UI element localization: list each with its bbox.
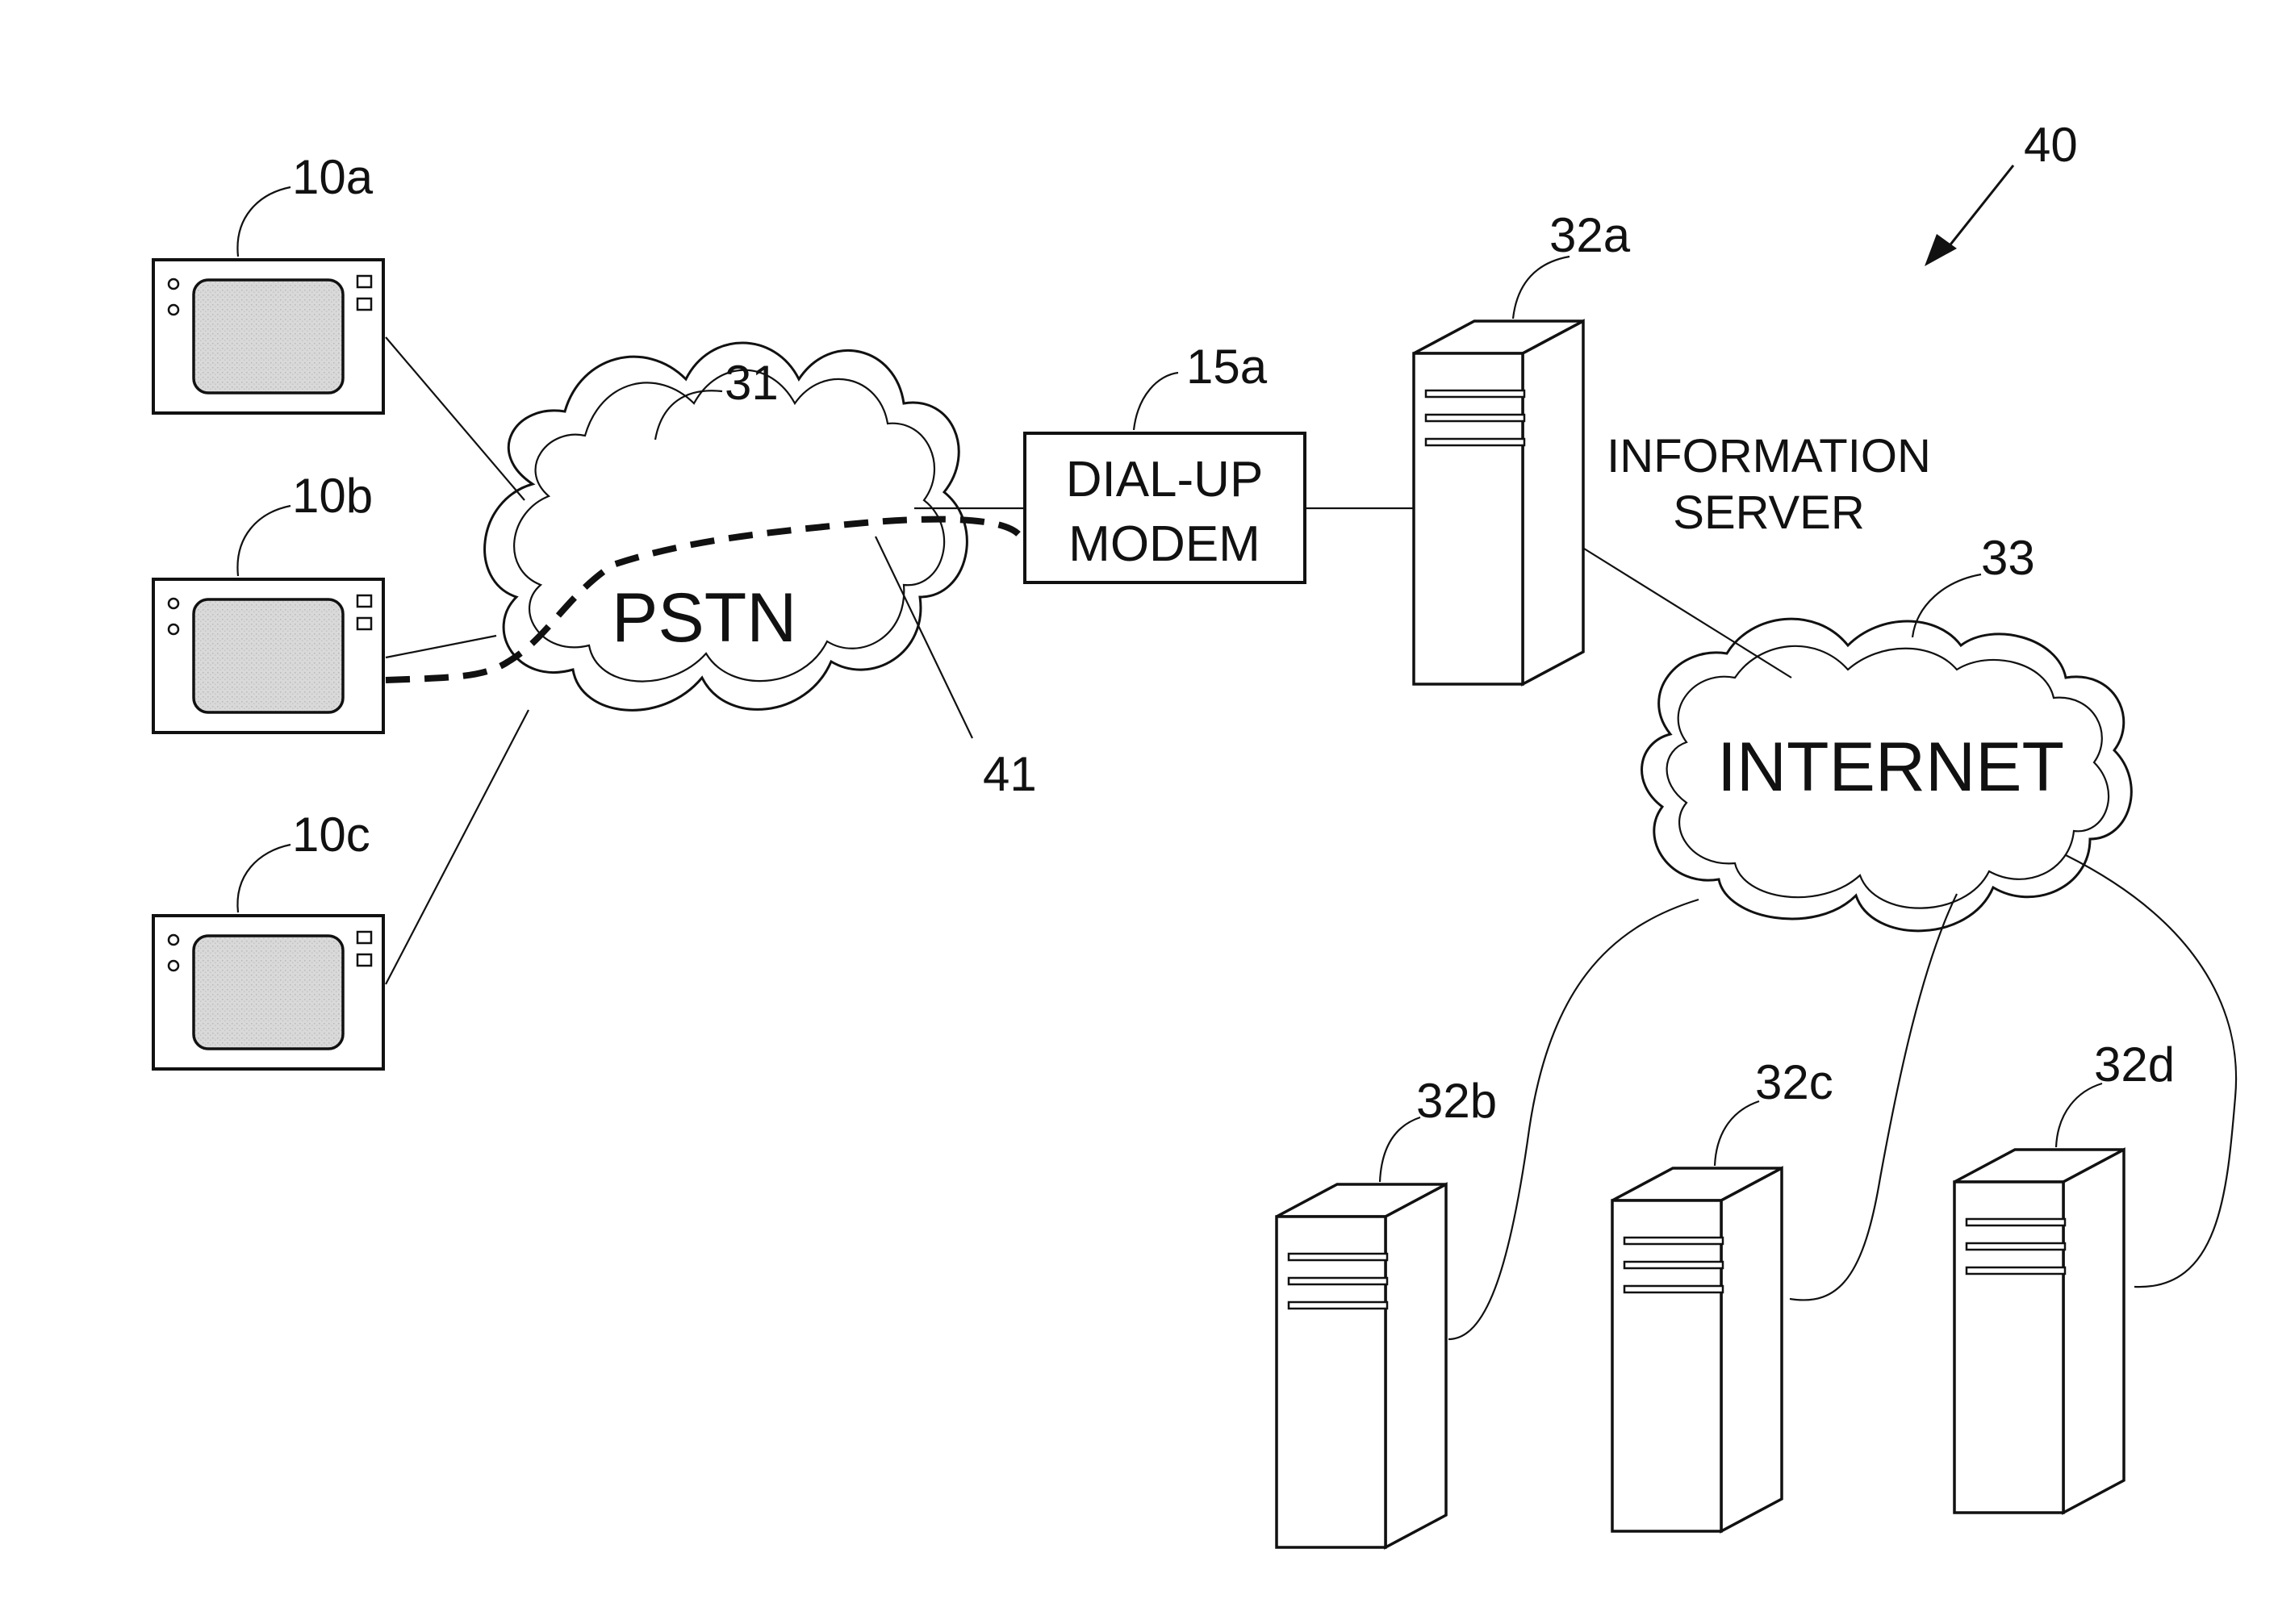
server-32c [1612,1168,1782,1531]
server-32b-ref: 32b [1416,1074,1497,1128]
modem-label-line2: MODEM [1068,516,1260,572]
leader-10a [237,187,290,257]
link-10b-pstn [386,636,496,658]
leader-15a [1134,373,1178,430]
modem-label-line1: DIAL-UP [1066,452,1264,507]
server-32d-ref: 32d [2094,1037,2175,1092]
figure-arrow-40 [1945,165,2013,252]
terminal-10c [153,916,383,1069]
link-10c-pstn [386,710,529,984]
leader-32a [1513,257,1570,319]
leader-10b [237,506,290,576]
info-server-ref: 32a [1549,208,1631,262]
terminal-10c-ref: 10c [292,808,370,862]
server-32d [1954,1150,2124,1513]
server-32c-ref: 32c [1755,1055,1833,1109]
pstn-ref: 31 [725,356,779,410]
terminal-10b [153,579,383,733]
info-server-label-line1: INFORMATION [1607,430,1931,482]
internet-ref: 33 [1981,531,2035,585]
internet-label: INTERNET [1717,729,2064,806]
modem-ref: 15a [1186,340,1268,394]
terminal-10a-ref: 10a [292,150,374,204]
terminal-10b-ref: 10b [292,469,373,523]
leader-32c [1715,1101,1759,1166]
terminal-10a [153,260,383,413]
figure-ref-label: 40 [2024,118,2078,172]
leader-41 [876,536,972,738]
figure-arrowhead-40 [1925,234,1957,266]
link-10a-pstn [386,337,525,500]
pstn-label: PSTN [612,579,796,657]
information-server-32a [1414,321,1583,684]
info-server-label-line2: SERVER [1673,486,1864,539]
leader-10c [237,845,290,912]
leader-32d [2056,1083,2102,1147]
leader-33 [1912,574,1981,637]
server-32b [1277,1184,1446,1547]
link-infoserver-internet [1578,545,1791,678]
connection-path-ref: 41 [983,747,1037,801]
leader-32b [1380,1117,1420,1182]
